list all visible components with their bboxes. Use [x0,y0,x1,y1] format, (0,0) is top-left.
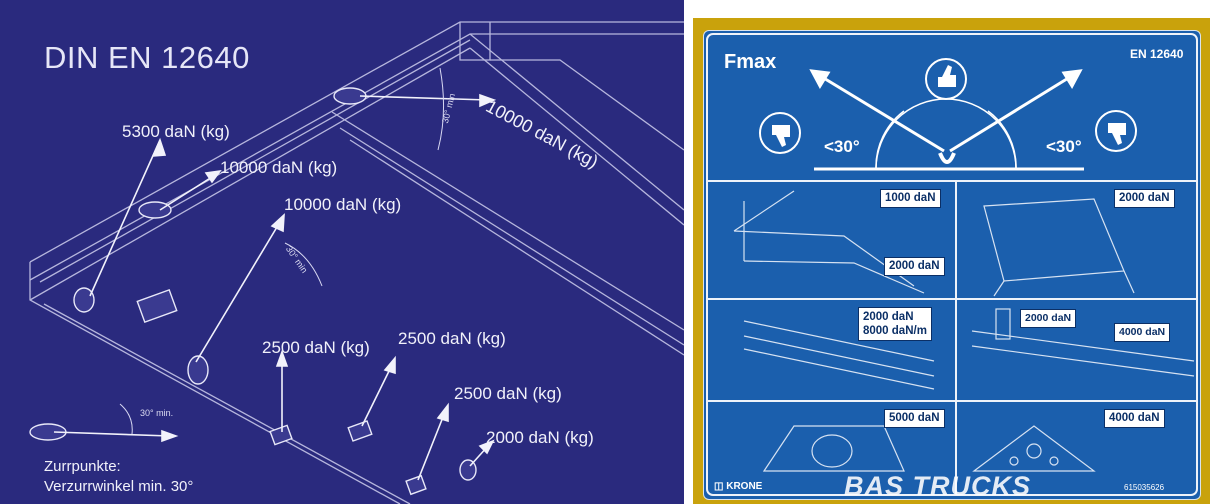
tag-4000-dan-b: 4000 daN [1104,409,1165,428]
tag-8000-dan-m: 8000 daN/m [863,325,927,337]
label-10000-center: 10000 daN (kg) [220,158,338,177]
label-2500-right: 2500 daN (kg) [454,384,562,403]
tag-4000-dan-a: 4000 daN [1114,323,1171,342]
tag-2000-dan-d: 2000 daN [1020,309,1077,328]
fmax-diagram [706,33,1198,496]
label-2500-left: 2500 daN (kg) [262,338,370,357]
hook-icon [938,152,956,164]
angle-label-bottom: 30° min. [140,408,174,418]
label-2000: 2000 daN (kg) [486,428,594,447]
tag-2000-dan-c: 2000 daN 8000 daN/m [858,307,932,341]
lashing-plate-din: DIN EN 12640 5300 daN (kg) 10000 daN (kg… [0,0,684,504]
tag-1000-dan: 1000 daN [880,189,941,208]
angle-left-label: <30° [824,137,860,156]
standard-code: EN 12640 [1130,47,1184,61]
krone-brand-text: KRONE [726,481,763,492]
fmax-title: Fmax [724,51,777,73]
tag-5000-dan: 5000 daN [884,409,945,428]
label-10000-mid: 10000 daN (kg) [284,195,402,214]
bas-trucks-watermark: BAS TRUCKS [844,471,1032,500]
serial-number: 615035626 [1124,483,1165,492]
standard-title: DIN EN 12640 [44,40,250,75]
tag-2000-dan-b: 2000 daN [1114,189,1175,208]
trailer-floor-drawing [29,21,684,504]
angle-right-label: <30° [1046,137,1082,156]
footer-line-1: Zurrpunkte: [44,458,121,475]
krone-brand: ◫ KRONE [714,481,762,492]
tag-2000-dan-a: 2000 daN [884,257,945,276]
label-2500-center: 2500 daN (kg) [398,329,506,348]
lashing-plate-krone: Fmax EN 12640 <30° <30° 1000 daN 2000 da… [703,30,1201,500]
label-5300: 5300 daN (kg) [122,122,230,141]
krone-logo-icon: ◫ [714,481,724,492]
tag-2000-dan-c-line1: 2000 daN [863,311,914,323]
footer-line-2: Verzurrwinkel min. 30° [44,478,194,495]
